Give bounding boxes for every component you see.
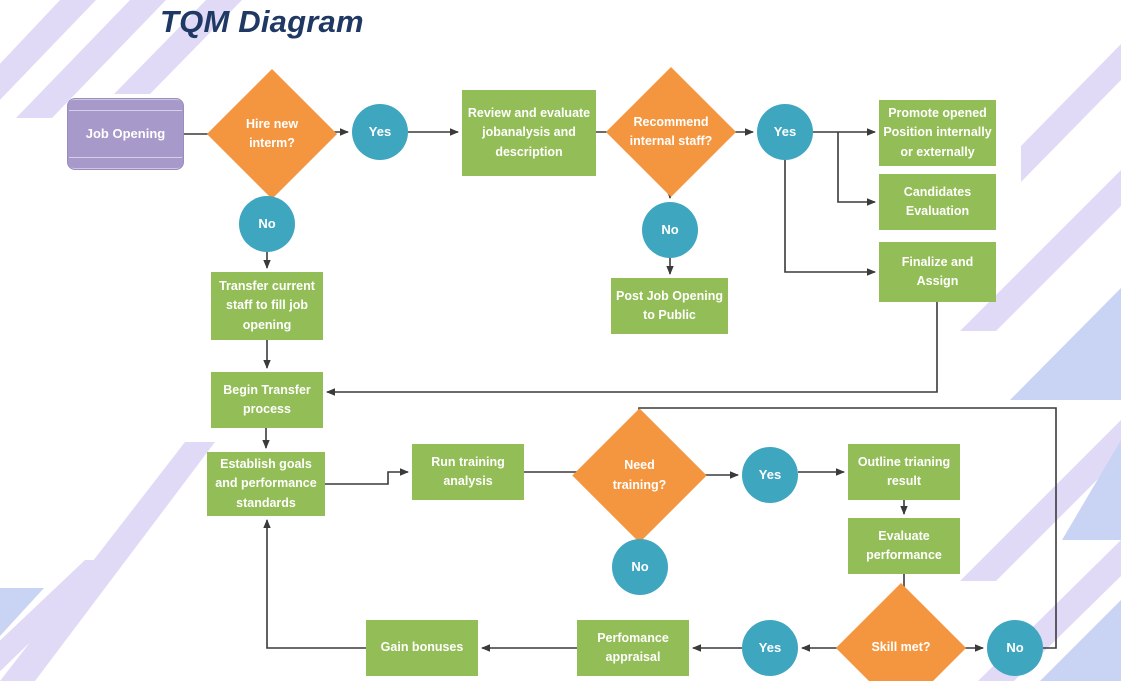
node-review-evaluate[interactable]: Review and evaluate jobanalysis and desc… — [462, 90, 596, 176]
node-label: No — [258, 215, 276, 231]
node-post-job-opening-to-public[interactable]: Post Job Opening to Public — [611, 278, 728, 334]
node-job-opening[interactable]: Job Opening — [67, 98, 184, 170]
node-promote-position[interactable]: Promote opened Position internally or ex… — [879, 100, 996, 166]
node-yes-3[interactable]: Yes — [742, 447, 798, 503]
node-label: Need training? — [612, 458, 667, 492]
node-label: Perfomance appraisal — [597, 630, 669, 664]
node-outline-training-result[interactable]: Outline trianing result — [848, 444, 960, 500]
node-label: Finalize and Assign — [901, 254, 974, 288]
node-label: Post Job Opening to Public — [616, 288, 723, 322]
node-label: Promote opened Position internally or ex… — [883, 105, 992, 159]
edge-yes2-candidates — [837, 132, 876, 206]
node-label: Job Opening — [85, 125, 166, 141]
node-yes-1[interactable]: Yes — [352, 104, 408, 160]
node-begin-transfer-process[interactable]: Begin Transfer process — [211, 372, 323, 428]
node-no-2[interactable]: No — [642, 202, 698, 258]
node-label: No — [661, 221, 679, 237]
node-label: Recommend internal staff? — [629, 114, 713, 148]
node-no-3[interactable]: No — [612, 539, 668, 595]
node-gain-bonuses[interactable]: Gain bonuses — [366, 620, 478, 676]
node-transfer-current-staff[interactable]: Transfer current staff to fill job openi… — [211, 272, 323, 340]
node-recommend-internal-staff[interactable]: Recommend internal staff? — [605, 66, 737, 198]
node-no-1[interactable]: No — [239, 196, 295, 252]
node-label: Gain bonuses — [380, 640, 464, 655]
node-label: Yes — [758, 639, 782, 655]
node-label: Review and evaluate jobanalysis and desc… — [467, 105, 591, 159]
node-performance-appraisal[interactable]: Perfomance appraisal — [577, 620, 689, 676]
node-run-training-analysis[interactable]: Run training analysis — [412, 444, 524, 500]
node-label: Yes — [758, 466, 782, 482]
node-skill-met[interactable]: Skill met? — [835, 582, 967, 681]
edge-establish-runtraining — [325, 468, 409, 485]
node-no-4[interactable]: No — [987, 620, 1043, 676]
node-need-training[interactable]: Need training? — [572, 408, 707, 543]
node-candidates-evaluation[interactable]: Candidates Evaluation — [879, 174, 996, 230]
node-hire-new-intern[interactable]: Hire new interm? — [206, 68, 338, 200]
node-label: No — [1006, 639, 1024, 655]
node-label: Evaluate performance — [866, 528, 942, 562]
node-label: Yes — [773, 123, 797, 139]
node-label: Candidates Evaluation — [903, 184, 972, 218]
node-label: Establish goals and performance standard… — [215, 456, 317, 510]
node-label: Transfer current staff to fill job openi… — [219, 278, 315, 332]
diamond-shape — [835, 582, 967, 681]
node-label: Skill met? — [871, 640, 931, 655]
node-label: Run training analysis — [431, 454, 505, 488]
node-evaluate-performance[interactable]: Evaluate performance — [848, 518, 960, 574]
node-yes-2[interactable]: Yes — [757, 104, 813, 160]
node-yes-4[interactable]: Yes — [742, 620, 798, 676]
node-label: No — [631, 558, 649, 574]
node-label: Outline trianing result — [857, 454, 951, 488]
page-title: TQM Diagram — [160, 4, 364, 39]
edge-gain-establish — [263, 519, 366, 649]
node-label: Hire new interm? — [245, 116, 299, 150]
node-finalize-and-assign[interactable]: Finalize and Assign — [879, 242, 996, 302]
node-label: Yes — [368, 123, 392, 139]
node-label: Begin Transfer process — [223, 382, 311, 416]
node-establish-goals[interactable]: Establish goals and performance standard… — [207, 452, 325, 516]
edge-yes2-finalize — [784, 160, 876, 276]
